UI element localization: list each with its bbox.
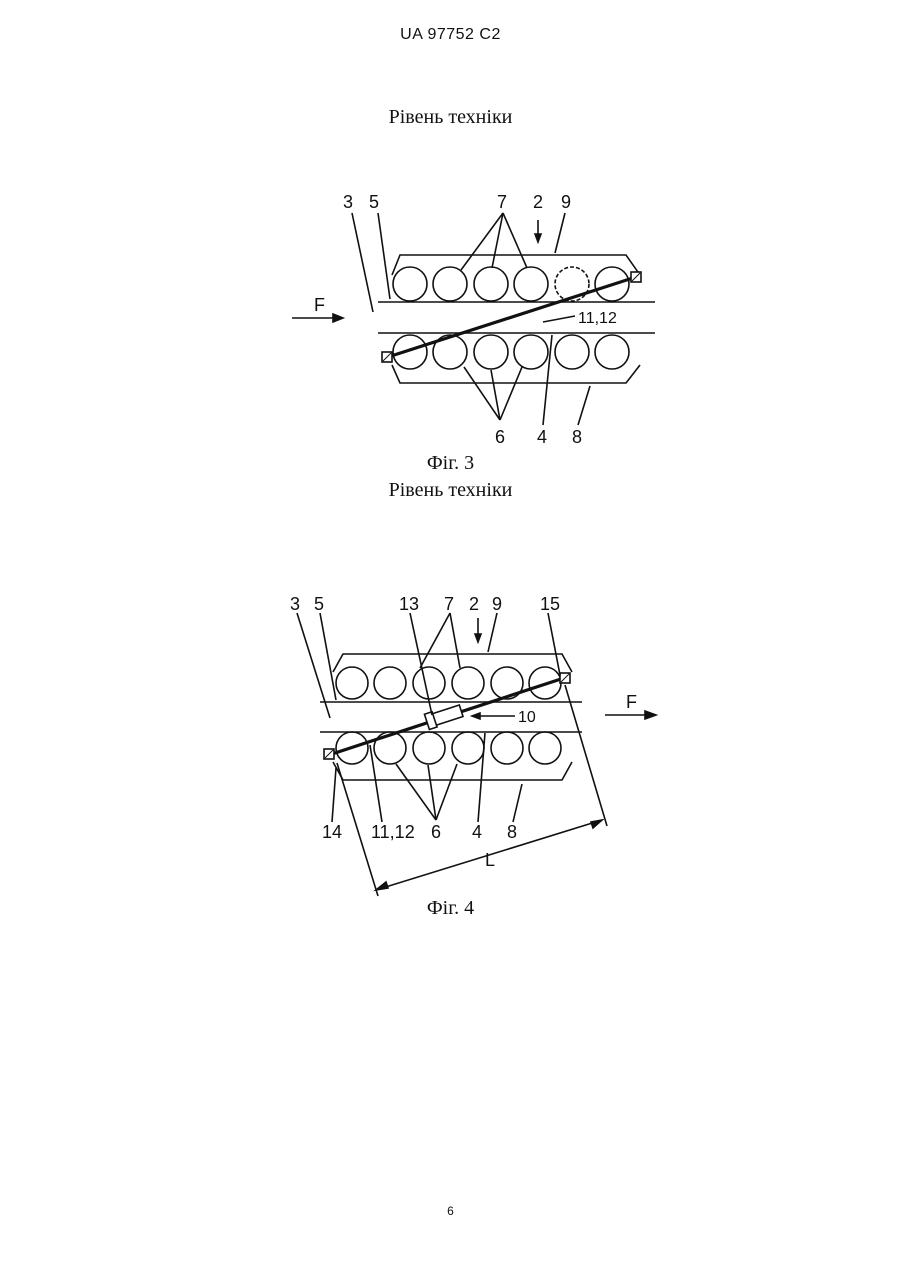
fig4-dimension-L-ext-right	[565, 685, 607, 826]
fig4-upper-roller	[413, 667, 445, 699]
fig4-label-13: 13	[399, 594, 419, 614]
fig4-label-L: L	[485, 850, 495, 870]
fig4-label-F: F	[626, 692, 637, 712]
fig4-upper-roller	[452, 667, 484, 699]
fig4-label-9: 9	[492, 594, 502, 614]
fig4-label-14: 14	[322, 822, 342, 842]
fig4-lower-roller	[374, 732, 406, 764]
page-number: 6	[0, 1204, 901, 1218]
fig4-lower-roller	[491, 732, 523, 764]
fig4-label-10: 10	[518, 709, 536, 726]
fig4-label-6: 6	[431, 822, 441, 842]
fig4-label-15: 15	[540, 594, 560, 614]
fig4-upper-roller	[374, 667, 406, 699]
fig4-label-4: 4	[472, 822, 482, 842]
fig4-label-8: 8	[507, 822, 517, 842]
fig4-label-2: 2	[469, 594, 479, 614]
fig4-lower-roller	[452, 732, 484, 764]
fig4-lower-roller	[529, 732, 561, 764]
fig4-upper-roller	[336, 667, 368, 699]
figure-4-caption: Фіг. 4	[0, 897, 901, 920]
fig4-lower-roller	[413, 732, 445, 764]
fig4-label-3: 3	[290, 594, 300, 614]
fig4-label-7: 7	[444, 594, 454, 614]
fig4-label-11-12: 11,12	[371, 822, 415, 842]
fig4-label-5: 5	[314, 594, 324, 614]
